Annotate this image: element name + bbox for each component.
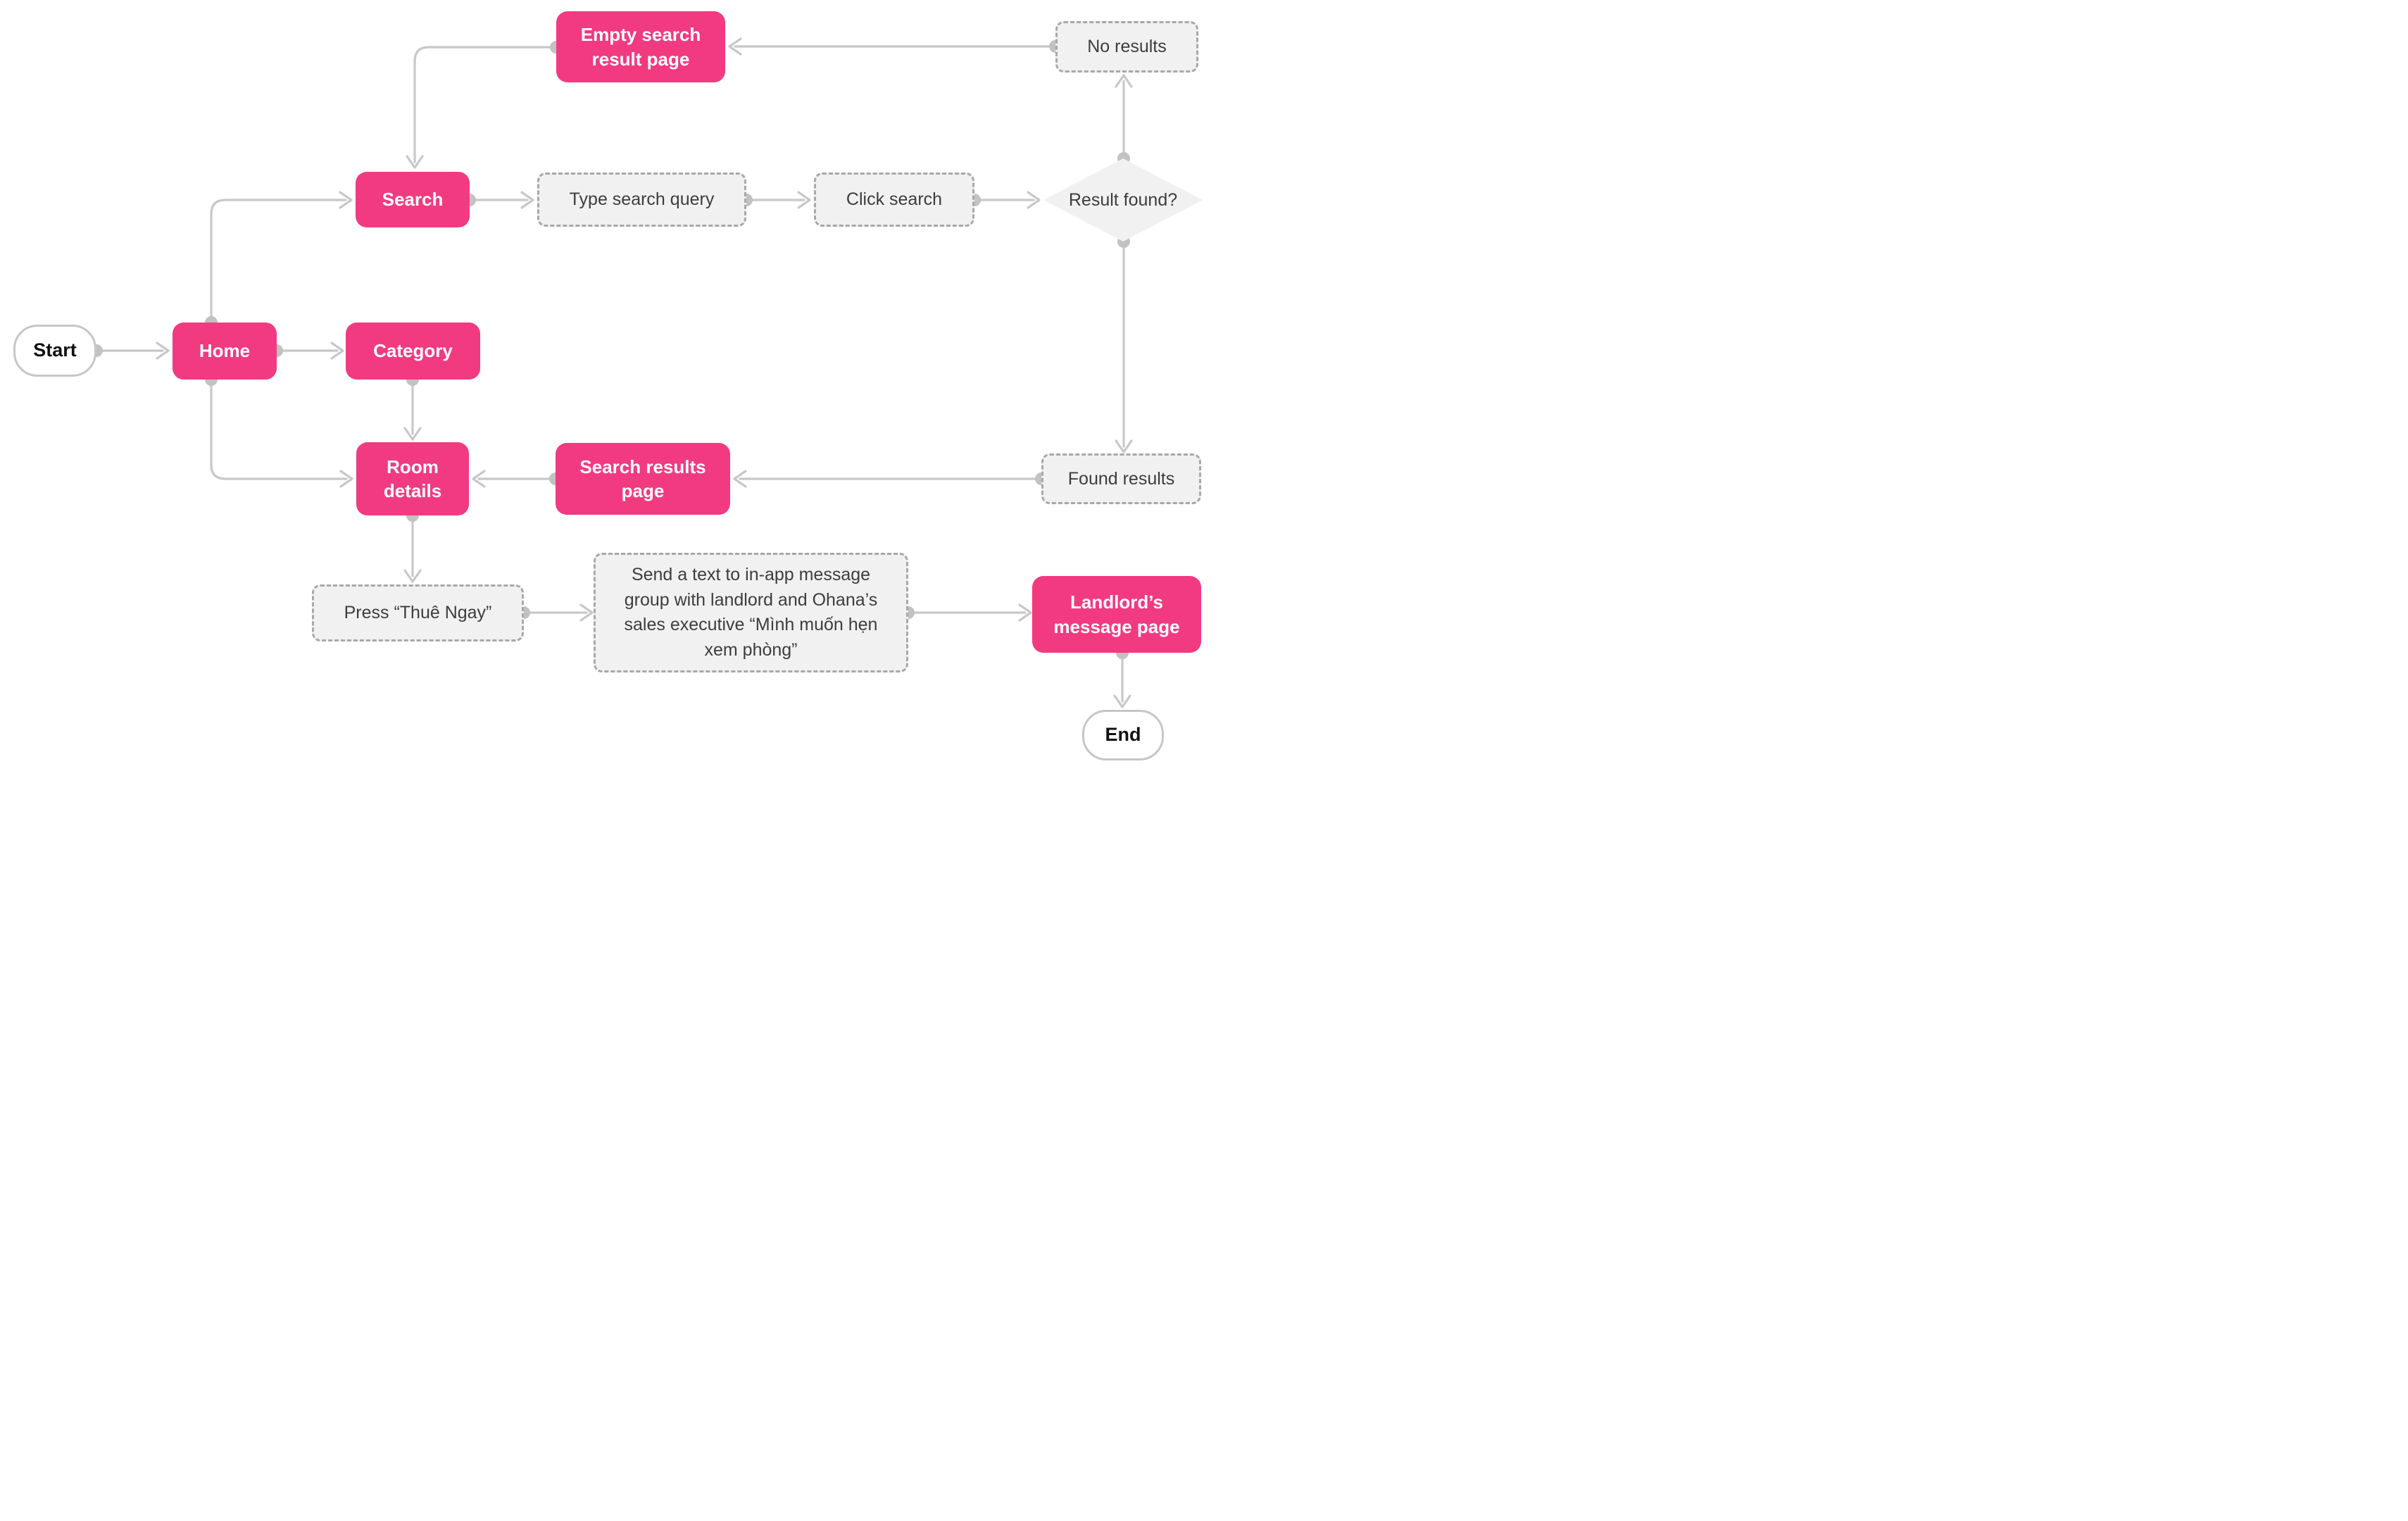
arrowhead-into-room-left: [339, 470, 353, 488]
arrowhead-into-home: [156, 342, 170, 360]
node-found-results[interactable]: Found results: [1041, 453, 1201, 504]
node-search[interactable]: Search: [356, 172, 470, 227]
node-category-label: Category: [373, 340, 453, 362]
node-empty-search-result-page-label: Empty search result page: [580, 24, 701, 70]
node-landlord-message-page-label: Landlord’s message page: [1053, 592, 1180, 637]
node-click-search-label: Click search: [846, 189, 943, 209]
arrowhead-into-results-page: [733, 470, 747, 488]
arrowhead-into-decision: [1027, 191, 1041, 209]
node-home-label: Home: [199, 340, 251, 362]
node-type-search-query-label: Type search query: [569, 189, 715, 209]
flowchart-canvas: Start Home Category Search Empty search …: [0, 0, 1204, 760]
node-send-text-to-message-group[interactable]: Send a text to in-app message group with…: [594, 553, 908, 672]
node-type-search-query[interactable]: Type search query: [537, 173, 746, 227]
arrowhead-into-category: [330, 342, 344, 360]
edge-home-to-room-details: [210, 378, 348, 480]
edge-home-to-search: [210, 199, 347, 324]
arrowhead-into-press: [403, 569, 422, 583]
node-home[interactable]: Home: [173, 323, 277, 380]
node-end[interactable]: End: [1082, 710, 1164, 760]
arrowhead-into-empty-page: [728, 37, 742, 56]
node-room-details-label: Room details: [383, 456, 442, 501]
node-no-results[interactable]: No results: [1055, 21, 1198, 73]
node-result-found-label: Result found?: [1068, 189, 1178, 210]
node-room-details[interactable]: Room details: [356, 442, 469, 515]
node-end-label: End: [1105, 724, 1141, 746]
node-send-text-label: Send a text to in-app message group with…: [624, 565, 878, 660]
arrowhead-into-type-query: [520, 191, 534, 209]
node-no-results-label: No results: [1087, 37, 1167, 56]
arrowhead-into-found-results: [1115, 439, 1133, 453]
arrowhead-into-no-results: [1115, 74, 1133, 88]
node-start-label: Start: [33, 339, 77, 361]
node-landlord-message-page[interactable]: Landlord’s message page: [1032, 576, 1201, 653]
node-press-thue-ngay[interactable]: Press “Thuê Ngay”: [312, 584, 524, 641]
arrowhead-into-room-top: [403, 427, 422, 441]
arrowhead-into-search-top: [406, 155, 424, 169]
arrowhead-into-send-text: [579, 603, 594, 622]
node-search-results-page-label: Search results page: [579, 456, 706, 501]
arrowhead-into-landlord: [1018, 603, 1032, 622]
arrowhead-into-room-right: [472, 470, 486, 488]
node-start[interactable]: Start: [13, 325, 96, 377]
node-click-search[interactable]: Click search: [814, 173, 974, 227]
edge-empty-page-to-search: [413, 46, 558, 163]
node-found-results-label: Found results: [1067, 468, 1175, 489]
node-empty-search-result-page[interactable]: Empty search result page: [556, 11, 725, 82]
node-category[interactable]: Category: [346, 323, 480, 380]
arrowhead-into-click-search: [797, 191, 811, 209]
node-press-thue-ngay-label: Press “Thuê Ngay”: [344, 603, 492, 622]
arrowhead-into-end: [1113, 694, 1131, 708]
node-search-results-page[interactable]: Search results page: [556, 443, 730, 515]
node-search-label: Search: [382, 189, 444, 211]
arrowhead-into-search-left: [339, 191, 353, 209]
